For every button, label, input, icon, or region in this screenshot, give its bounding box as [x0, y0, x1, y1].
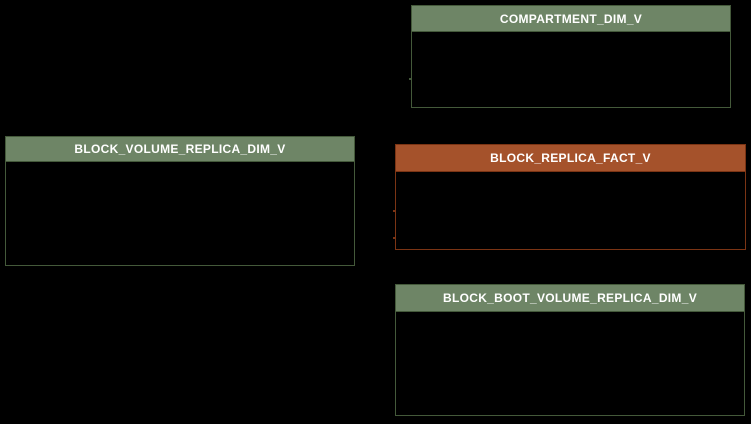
entity-header[interactable]: BLOCK_VOLUME_REPLICA_DIM_V: [6, 137, 354, 162]
entity-title: BLOCK_REPLICA_FACT_V: [490, 151, 651, 165]
entity-header[interactable]: BLOCK_REPLICA_FACT_V: [396, 145, 745, 172]
entity-box-block-replica-fact-v[interactable]: BLOCK_REPLICA_FACT_V: [393, 144, 746, 250]
anchor-tick: [393, 210, 396, 212]
entity-box-compartment-dim-v[interactable]: COMPARTMENT_DIM_V: [409, 5, 731, 108]
entity-header[interactable]: COMPARTMENT_DIM_V: [412, 6, 730, 32]
entity-title: BLOCK_BOOT_VOLUME_REPLICA_DIM_V: [443, 291, 697, 305]
entity-title: COMPARTMENT_DIM_V: [499, 11, 643, 26]
anchor-tick: [393, 237, 396, 239]
entity-box-block-volume-replica-dim-v[interactable]: BLOCK_VOLUME_REPLICA_DIM_V: [5, 136, 355, 266]
anchor-tick: [409, 78, 412, 80]
entity-title: BLOCK_VOLUME_REPLICA_DIM_V: [74, 142, 286, 156]
entity-header[interactable]: BLOCK_BOOT_VOLUME_REPLICA_DIM_V: [396, 285, 744, 312]
entity-box-block-boot-volume-replica-dim-v[interactable]: BLOCK_BOOT_VOLUME_REPLICA_DIM_V: [395, 284, 745, 416]
